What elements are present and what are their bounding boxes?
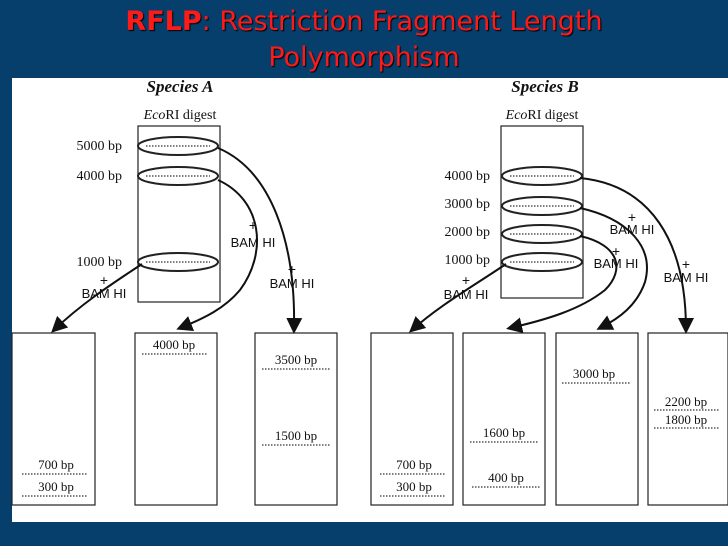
- species-b-heading: Species B: [511, 77, 579, 96]
- title-text-line1: : Restriction Fragment Length: [201, 6, 603, 37]
- species-a-arrow-1000: [51, 263, 143, 333]
- species-b-digest-prefix: Eco: [505, 108, 528, 123]
- species-b-enzyme-plus: +: [628, 209, 636, 225]
- species-a-band-label: 5000 bp: [77, 139, 123, 154]
- species-a-result-lane: [11, 332, 96, 506]
- species-b-result-band-label: 3000 bp: [573, 366, 615, 381]
- species-b-enzyme-label: BAM HI: [610, 222, 655, 237]
- diagram-panel: [12, 78, 728, 522]
- species-b-band-label: 1000 bp: [445, 253, 491, 268]
- species-b-digest-suffix: RI digest: [527, 108, 578, 123]
- species-b-arrow-3000: [579, 207, 648, 330]
- species-b-digest-lane: [500, 125, 584, 299]
- species-b-result-lane: [647, 332, 728, 506]
- species-a-enzyme-plus: +: [249, 217, 257, 233]
- species-b-band-3000: [501, 196, 583, 216]
- species-b-enzyme-label: BAM HI: [664, 270, 709, 285]
- species-a-digest-lane: [137, 125, 221, 303]
- species-b-enzyme-plus: +: [462, 272, 470, 288]
- species-b-enzyme-label: BAM HI: [594, 256, 639, 271]
- species-b-enzyme-label: BAM HI: [444, 287, 489, 302]
- species-a-band-4000: [137, 166, 219, 186]
- species-a-result-band-label: 700 bp: [38, 457, 74, 472]
- species-b-arrow-1000: [409, 263, 507, 333]
- species-b-band-label: 3000 bp: [445, 197, 491, 212]
- species-a-band-label: 1000 bp: [77, 255, 123, 270]
- title-acronym: RFLP: [125, 6, 202, 37]
- species-b-result-band-label: 2200 bp: [665, 394, 707, 409]
- species-b-result-band-label: 300 bp: [396, 479, 432, 494]
- species-a-result-band-label: 3500 bp: [275, 352, 317, 367]
- species-a-enzyme-plus: +: [288, 261, 296, 277]
- species-b-result-lane: [555, 332, 639, 506]
- species-a-result-band-label: 300 bp: [38, 479, 74, 494]
- species-b-band-1000: [501, 252, 583, 272]
- species-a-enzyme-label: BAM HI: [231, 235, 276, 250]
- species-b-arrow-2000: [506, 235, 618, 334]
- species-a-digest-suffix: RI digest: [165, 108, 216, 123]
- slide-title: RFLP: Restriction Fragment Length Polymo…: [0, 4, 728, 76]
- species-b-result-band-label: 700 bp: [396, 457, 432, 472]
- species-b-arrow-4000: [579, 177, 694, 334]
- species-a-result-lane: [134, 332, 218, 506]
- species-b-result-band-label: 400 bp: [488, 470, 524, 485]
- species-a-arrow-5000: [217, 147, 303, 334]
- title-text-line2: Polymorphism: [268, 42, 460, 73]
- species-a-result-band-label: 1500 bp: [275, 428, 317, 443]
- species-b-band-4000: [501, 166, 583, 186]
- species-a-enzyme-plus: +: [100, 272, 108, 288]
- species-a-band-5000: [137, 136, 219, 156]
- species-a-band-1000: [137, 252, 219, 272]
- species-a-digest-label: EcoRI digest: [143, 108, 217, 123]
- species-b-band-label: 2000 bp: [445, 225, 491, 240]
- species-a-result-band-label: 4000 bp: [153, 337, 195, 352]
- species-a-heading: Species A: [147, 77, 214, 96]
- species-a-digest-prefix: Eco: [143, 108, 166, 123]
- species-b-enzyme-plus: +: [682, 256, 690, 272]
- species-b-result-band-label: 1800 bp: [665, 412, 707, 427]
- species-b-band-label: 4000 bp: [445, 169, 491, 184]
- species-b-result-lane: [462, 332, 546, 506]
- species-b-result-band-label: 1600 bp: [483, 425, 525, 440]
- species-b-band-2000: [501, 224, 583, 244]
- species-a-result-lane: [254, 332, 338, 506]
- species-b-enzyme-plus: +: [612, 243, 620, 259]
- species-b-result-lane: [370, 332, 454, 506]
- species-a-enzyme-label: BAM HI: [270, 276, 315, 291]
- species-a-band-label: 4000 bp: [77, 169, 123, 184]
- species-b-digest-label: EcoRI digest: [505, 108, 579, 123]
- species-a-enzyme-label: BAM HI: [82, 286, 127, 301]
- species-a-arrow-4000: [176, 179, 258, 331]
